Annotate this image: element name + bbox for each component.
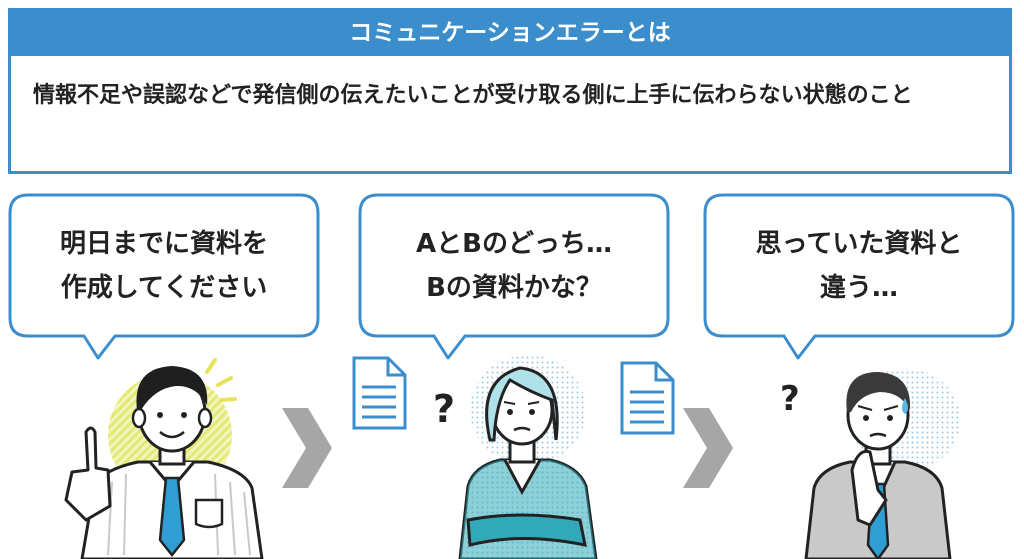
- page-title: コミュニケーションエラーとは: [11, 11, 1009, 56]
- speech-bubble-1: [8, 193, 320, 360]
- question-mark-icon: ?: [433, 387, 455, 431]
- speech-bubble-2: [358, 193, 670, 360]
- document-icon: [620, 361, 675, 435]
- document-icon: [352, 356, 407, 430]
- bubble-text-3: 思っていた資料と 違う…: [709, 222, 1009, 310]
- bubble-1-line-2: 作成してください: [60, 273, 268, 303]
- definition-text: 情報不足や誤認などで発信側の伝えたいことが受け取る側に上手に伝わらない状態のこと: [33, 83, 913, 108]
- bubble-text-2: AとBのどっち… Bの資料かな？: [364, 222, 664, 310]
- chevron-right-icon: [282, 408, 332, 488]
- bubble-3-line-1: 思っていた資料と: [755, 229, 963, 259]
- question-mark-icon: ?: [780, 379, 800, 419]
- person-instructor-icon: [64, 358, 264, 559]
- bubble-text-1: 明日までに資料を 作成してください: [14, 222, 314, 310]
- definition-box: コミュニケーションエラーとは 情報不足や誤認などで発信側の伝えたいことが受け取る…: [8, 8, 1012, 174]
- bubble-2-line-2: Bの資料かな？: [426, 273, 602, 303]
- speech-bubble-3: [703, 193, 1015, 360]
- bubble-3-line-2: 違う…: [819, 273, 898, 303]
- person-worried-icon: ?: [780, 368, 960, 559]
- chevron-right-icon: [683, 408, 733, 488]
- bubble-2-line-1: AとBのどっち…: [416, 229, 612, 259]
- bubble-1-line-1: 明日までに資料を: [59, 229, 268, 259]
- person-receiver-icon: ?: [433, 355, 598, 559]
